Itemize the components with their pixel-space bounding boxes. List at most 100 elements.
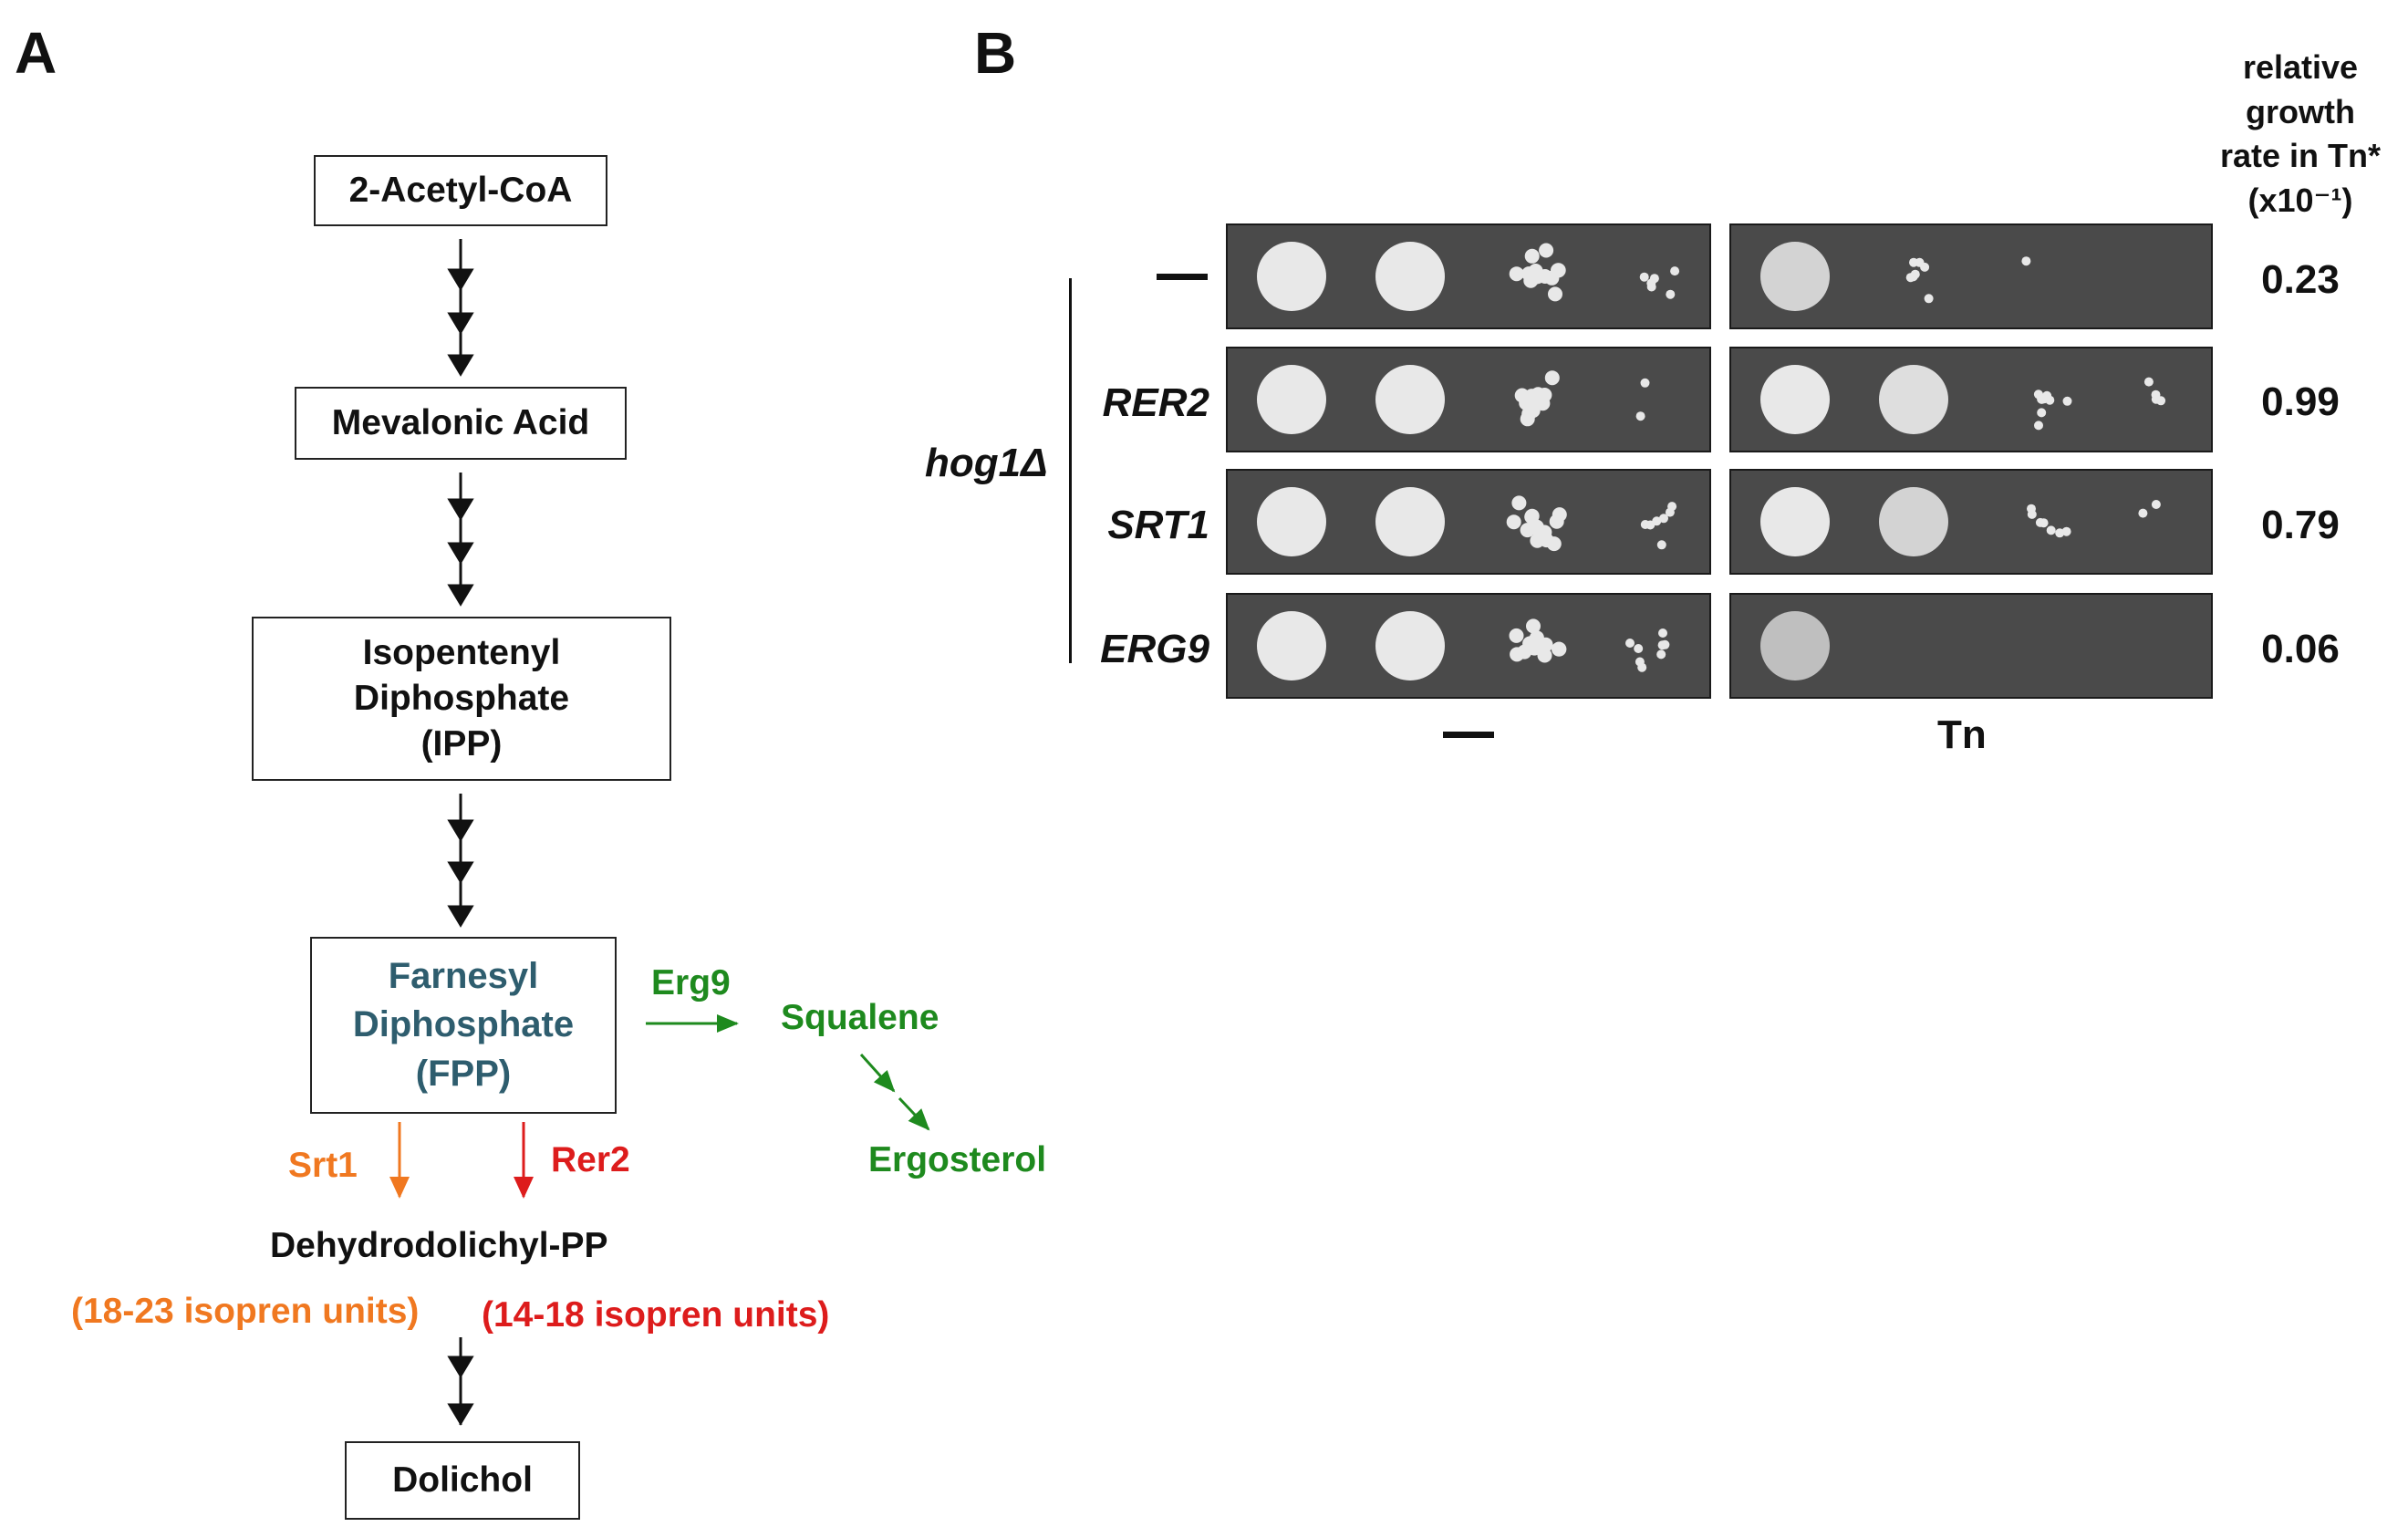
row-1-growth-rate: 0.23 [2261,257,2340,302]
colony-r3-control-d3 [1529,519,1544,535]
spot-r1-tn-d1 [1760,242,1830,311]
colony-r2-control-d4 [1640,378,1650,388]
colony-r3-tn-d3 [2046,525,2056,535]
spot-r4-tn-d1 [1760,611,1830,680]
colony-r1-tn-d3 [2021,256,2031,266]
dolichol-label: Dolichol [392,1460,533,1501]
spot-r1-control-d1 [1257,242,1326,311]
row-3-control-spots [1257,487,1677,556]
mevalonic-acid-label: Mevalonic Acid [331,403,590,443]
squalene-label: Squalene [781,998,939,1037]
row-3-control-plate [1226,469,1711,575]
row-1-tn-plate [1729,223,2213,329]
arrow-mevalonic-to-ipp [447,473,474,607]
spot-r3-tn-d1 [1760,487,1830,556]
colony-r1-control-d3 [1539,243,1554,258]
spot-r2-tn-d2 [1879,365,1948,434]
dolichol-box: Dolichol [345,1441,580,1520]
row-1-control-spots [1257,242,1680,311]
fpp-box: Farnesyl Diphosphate (FPP) [310,937,617,1114]
colony-r3-control-d3 [1539,533,1554,548]
colony-r4-control-d4 [1635,657,1645,667]
row-2-growth-rate: 0.99 [2261,379,2340,424]
panel-b-label: B [974,20,1017,86]
spot-r3-tn-d2 [1879,487,1948,556]
colony-r2-tn-d4 [2143,377,2154,387]
srt1-units-label: (18-23 isopren units) [71,1292,420,1331]
colony-r3-tn-d3 [2039,518,2049,528]
arrow-squalene-to-ergosterol-2 [898,1096,930,1131]
row-4-strain-label: ERG9 [1100,627,1209,671]
colony-r4-control-d3 [1531,639,1547,654]
colony-r4-control-d4 [1657,640,1667,650]
acetyl-coa-label: 2-Acetyl-CoA [348,171,573,211]
row-2-control-plate [1226,347,1711,452]
colony-r2-tn-d3 [2033,390,2043,400]
colony-r1-tn-d2 [1924,294,1934,304]
spot-r3-control-d1 [1257,487,1326,556]
colony-r4-control-d4 [1658,628,1667,638]
colony-r2-control-d3 [1525,403,1541,419]
row-4-tn-spots [1760,611,1830,680]
row-3-tn-spots [1760,487,2161,556]
colony-r4-control-d3 [1509,628,1524,643]
spot-r4-control-d2 [1375,611,1445,680]
ergosterol-label: Ergosterol [868,1140,1047,1179]
spot-r2-control-d2 [1375,365,1445,434]
condition-tn-label: Tn [1937,712,1987,757]
mevalonic-acid-box: Mevalonic Acid [295,387,627,460]
row-3-tn-plate [1729,469,2213,575]
colony-r1-control-d4 [1649,274,1659,284]
colony-r3-control-d3 [1549,514,1564,529]
colony-r1-control-d3 [1527,270,1541,286]
colony-r1-control-d4 [1670,266,1680,276]
background-strain-label: hog1Δ [925,441,1048,485]
condition-control-dash [1443,732,1494,738]
colony-r1-control-d3 [1551,263,1566,278]
erg9-enzyme-label: Erg9 [651,963,731,1002]
acetyl-coa-box: 2-Acetyl-CoA [314,155,607,226]
ipp-line-1: Isopentenyl [362,633,561,673]
colony-r3-control-d3 [1506,514,1521,530]
fpp-line-2: Diphosphate [352,1004,575,1045]
arrow-acetyl-to-mevalonic [447,239,474,377]
colony-r2-control-d3 [1544,370,1560,386]
colony-r2-tn-d3 [2062,396,2072,406]
colony-r3-tn-d3 [2027,504,2036,514]
colony-r2-control-d3 [1531,390,1546,406]
srt1-enzyme-label: Srt1 [288,1146,358,1185]
growth-rate-header-line-4: (x10⁻¹) [2247,181,2353,219]
colony-r3-control-d3 [1511,495,1527,511]
colony-r1-control-d3 [1537,269,1552,284]
row-4-growth-rate: 0.06 [2261,627,2340,671]
colony-r2-tn-d3 [2037,408,2047,418]
panel-a-label: A [15,20,57,86]
colony-r1-tn-d2 [1909,257,1918,267]
arrow-squalene-to-ergosterol-1 [859,1053,896,1093]
row-2-control-spots [1257,365,1650,434]
colony-r4-control-d4 [1656,649,1666,660]
growth-rate-header-line-3: rate in Tn* [2219,137,2382,175]
spot-r1-control-d2 [1375,242,1445,311]
spot-r3-control-d2 [1375,487,1445,556]
colony-r2-tn-d3 [2034,421,2043,431]
row-4-control-spots [1257,611,1670,680]
row-2-strain-label: RER2 [1102,380,1209,425]
colony-r1-tn-d2 [1910,269,1920,279]
colony-r4-control-d3 [1517,644,1532,660]
rer2-units-label: (14-18 isopren units) [482,1295,830,1335]
colony-r1-control-d3 [1509,266,1524,282]
row-2-tn-plate [1729,347,2213,452]
spot-r4-control-d1 [1257,611,1326,680]
dehydrodolichyl-pp-label: Dehydrodolichyl-PP [270,1226,608,1265]
row-4-control-plate [1226,593,1711,699]
colony-r2-tn-d4 [2151,390,2161,400]
spot-r2-tn-d1 [1760,365,1830,434]
colony-r3-tn-d3 [2061,526,2071,536]
background-bracket [1069,278,1072,663]
ipp-line-3: (IPP) [420,723,503,764]
growth-rate-header-line-1: relative [2242,48,2359,86]
row-1-strain-dash [1157,274,1208,280]
colony-r4-control-d4 [1625,639,1635,648]
